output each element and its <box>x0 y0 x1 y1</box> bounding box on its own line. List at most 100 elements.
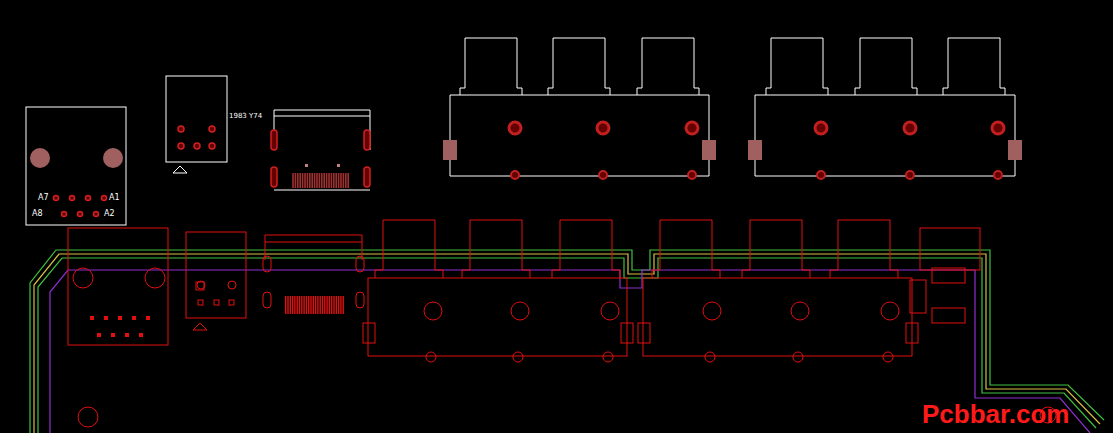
pcb-shape <box>328 173 330 188</box>
pcb-shape <box>319 173 321 188</box>
pcb-shape <box>548 38 610 95</box>
pcb-shape <box>294 296 295 314</box>
pcb-shape <box>603 352 613 362</box>
pcb-shape <box>125 333 129 337</box>
pcb-shape <box>146 316 150 320</box>
pcb-shape <box>139 333 143 337</box>
pcb-shape <box>338 296 339 314</box>
pcb-shape <box>552 220 620 278</box>
pcb-shape <box>295 173 297 188</box>
pcb-shape <box>830 220 898 278</box>
pcb-shape <box>287 296 288 314</box>
pcb-shape <box>815 122 827 134</box>
pcb-shape <box>331 173 333 188</box>
pcb-shape <box>333 296 334 314</box>
pin-label: A7 <box>38 194 49 202</box>
pin-label: A2 <box>104 210 115 218</box>
pcb-shape <box>310 296 311 314</box>
pcb-shape <box>793 352 803 362</box>
pcb-shape <box>511 171 519 179</box>
pcb-shape <box>601 302 619 320</box>
pcb-shape <box>340 296 341 314</box>
pcb-shape <box>304 173 306 188</box>
pcb-shape <box>906 323 918 343</box>
pcb-shape <box>343 296 344 314</box>
pin-label: A8 <box>32 210 43 218</box>
pcb-shape <box>509 122 521 134</box>
pcb-shape <box>292 296 293 314</box>
pin-label: 1983 Y74 <box>229 113 262 120</box>
pcb-shape <box>443 140 457 160</box>
pcb-shape <box>994 171 1002 179</box>
pcb-shape <box>302 173 304 188</box>
pcb-shape <box>621 323 633 343</box>
pcb-shape <box>314 173 316 188</box>
pcb-shape <box>1008 140 1022 160</box>
pcb-shape <box>513 352 523 362</box>
watermark: Pcbbar.com <box>922 401 1069 427</box>
pcb-shape <box>460 38 522 95</box>
pcb-shape <box>292 173 294 188</box>
pcb-shape <box>301 296 302 314</box>
pcb-shape <box>638 323 650 343</box>
pcb-shape <box>313 296 314 314</box>
pcb-shape <box>943 38 1005 95</box>
pcb-shape <box>450 176 709 177</box>
pcb-shape <box>331 296 332 314</box>
pcb-shape <box>363 323 375 343</box>
pcb-shape <box>705 352 715 362</box>
connector-footprint <box>443 38 1022 179</box>
pcb-shape <box>424 302 442 320</box>
pcb-shape <box>906 171 914 179</box>
pcb-shape <box>309 173 311 188</box>
pcb-shape <box>652 220 720 278</box>
usb-footprint <box>271 110 370 190</box>
pcb-shape <box>755 176 1015 177</box>
pcb-shape <box>307 173 309 188</box>
pcb-shape <box>118 316 122 320</box>
pcb-shape <box>303 296 304 314</box>
pcb-shape <box>462 220 530 278</box>
pcb-shape <box>368 278 627 356</box>
pcb-shape <box>450 95 709 176</box>
pcb-shape <box>104 316 108 320</box>
pcb-shape <box>375 220 443 278</box>
pcb-shape <box>791 302 809 320</box>
pcb-shape <box>345 173 347 188</box>
pcb-shape <box>297 296 298 314</box>
pcb-shape <box>329 296 330 314</box>
pcb-shape <box>748 140 762 160</box>
pcb-shape <box>326 296 327 314</box>
pcb-shape <box>297 173 299 188</box>
pcb-shape <box>742 220 810 278</box>
pcb-shape <box>340 173 342 188</box>
pcb-shape <box>338 173 340 188</box>
pcb-shape <box>311 173 313 188</box>
pcb-shape <box>511 302 529 320</box>
pcb-shape <box>333 173 335 188</box>
pcb-shape <box>308 296 309 314</box>
pcb-shape <box>347 173 349 188</box>
pcb-shape <box>324 296 325 314</box>
hdmi-footprint <box>26 107 126 225</box>
pcb-shape <box>755 95 1015 176</box>
switch-footprint <box>166 76 227 173</box>
pcb-shape <box>883 352 893 362</box>
pin-label: A1 <box>109 194 120 202</box>
pcb-shape <box>299 296 300 314</box>
pcb-shape <box>817 171 825 179</box>
pcb-shape <box>904 122 916 134</box>
pcb-shape <box>599 171 607 179</box>
pcb-shape <box>336 296 337 314</box>
pcb-shape <box>326 173 328 188</box>
pcb-shape <box>320 296 321 314</box>
pcb-shape <box>855 38 917 95</box>
pcb-shape <box>335 173 337 188</box>
pcb-shape <box>686 122 698 134</box>
pcb-shape <box>643 278 912 356</box>
pcb-shape <box>881 302 899 320</box>
pcb-shape <box>306 296 307 314</box>
pcb-shape <box>597 122 609 134</box>
pcb-shape <box>299 173 301 188</box>
pcb-shape <box>132 316 136 320</box>
